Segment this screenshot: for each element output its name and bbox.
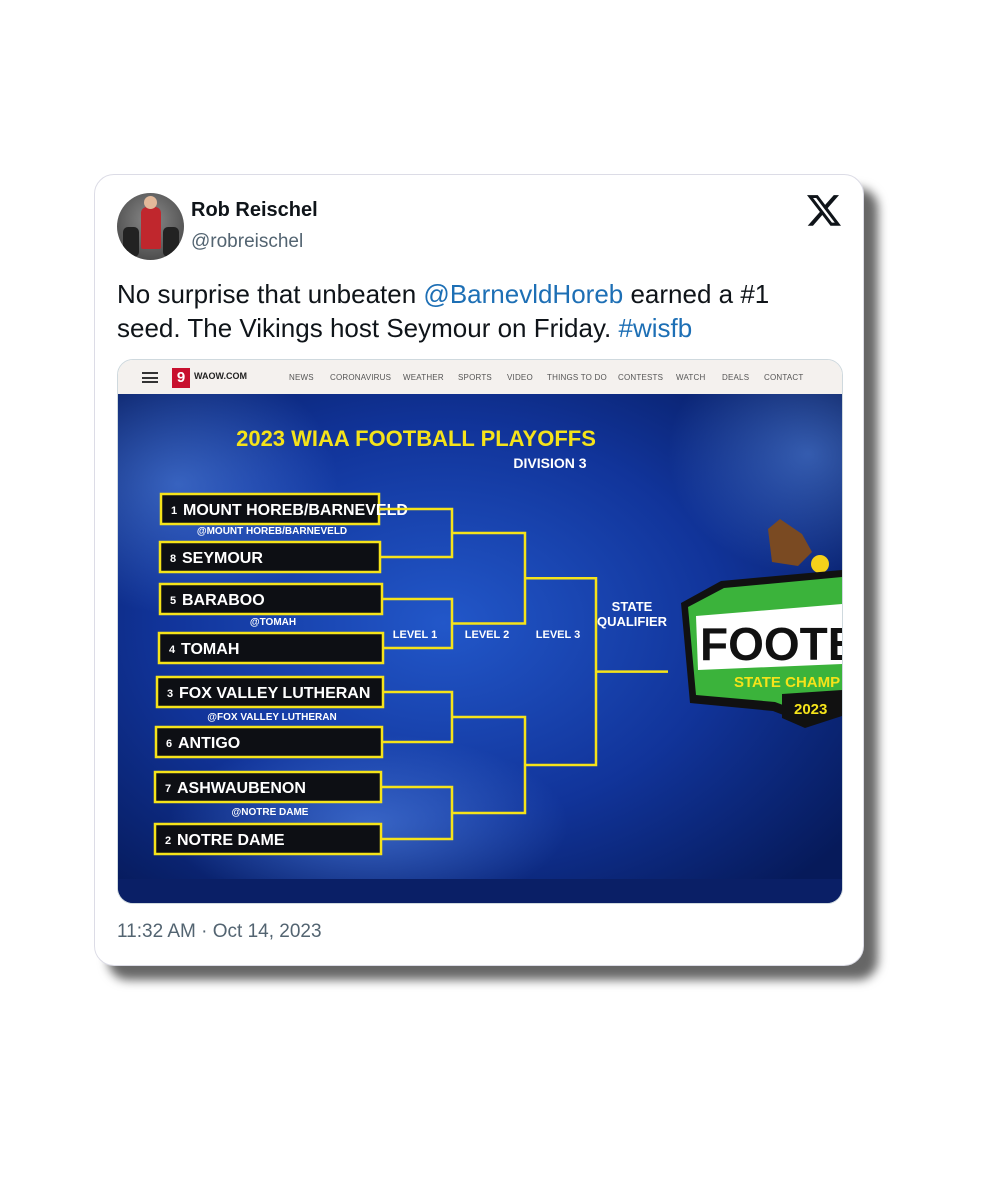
station-logo: 9 (172, 368, 190, 388)
author-name[interactable]: Rob Reischel (191, 199, 318, 221)
team-slot: 1 MOUNT HOREB/BARNEVELD (159, 492, 408, 526)
team-seed: 4 (169, 644, 176, 656)
team-slot: 6 ANTIGO (154, 725, 384, 759)
game-site-label: @NOTRE DAME (232, 807, 309, 818)
team-seed: 1 (171, 505, 177, 517)
tweet-card: Rob Reischel @robreischel No surprise th… (94, 174, 864, 966)
site-logo-text: WAOW.COM (194, 371, 247, 381)
badge-line: STATE CHAMP (734, 674, 840, 691)
hamburger-menu-icon (142, 372, 158, 383)
nav-item: VIDEO (507, 373, 533, 382)
playoff-bracket-graphic: 2023 WIAA FOOTBALL PLAYOFFS DIVISION 3 1… (118, 394, 842, 903)
mention-link[interactable]: @BarnevldHoreb (423, 279, 624, 309)
author-handle[interactable]: @robreischel (191, 231, 304, 252)
site-nav-bar: 9 WAOW.COM NEWS CORONAVIRUS WEATHER SPOR… (118, 360, 842, 394)
team-slot: 8 SEYMOUR (158, 540, 382, 574)
nav-item: SPORTS (458, 373, 492, 382)
bracket-title: 2023 WIAA FOOTBALL PLAYOFFS (236, 426, 596, 451)
team-name: FOX VALLEY LUTHERAN (179, 685, 370, 702)
author-avatar[interactable] (117, 193, 184, 260)
tweet-timestamp[interactable]: 11:32 AM · Oct 14, 2023 (117, 921, 322, 942)
game-site-label: @MOUNT HOREB/BARNEVELD (197, 526, 347, 537)
team-seed: 3 (167, 688, 173, 700)
team-name: ANTIGO (178, 735, 240, 752)
team-name: MOUNT HOREB/BARNEVELD (183, 502, 408, 519)
game-site-label: @TOMAH (250, 617, 296, 628)
nav-item: CONTACT (764, 373, 804, 382)
bracket-subtitle: DIVISION 3 (513, 455, 586, 471)
team-name: BARABOO (182, 592, 265, 609)
team-seed: 5 (170, 595, 176, 607)
badge-word: FOOTB (700, 618, 842, 670)
team-name: TOMAH (181, 641, 239, 658)
nav-item: WEATHER (403, 373, 444, 382)
nav-item: WATCH (676, 373, 706, 382)
team-slot: 4 TOMAH (157, 631, 385, 665)
tweet-text: No surprise that unbeaten @BarnevldHoreb… (117, 277, 837, 345)
team-name: ASHWAUBENON (177, 780, 306, 797)
state-qualifier-label: STATE (612, 599, 653, 614)
state-qualifier-label: QUALIFIER (597, 614, 668, 629)
team-slot: 5 BARABOO (158, 582, 384, 616)
team-name: SEYMOUR (182, 550, 263, 567)
team-slot: 7 ASHWAUBENON (153, 770, 383, 804)
nav-item: NEWS (289, 373, 314, 382)
x-logo-icon[interactable] (807, 193, 841, 227)
nav-item: CORONAVIRUS (330, 373, 392, 382)
game-site-label: @FOX VALLEY LUTHERAN (207, 712, 336, 723)
nav-item: CONTESTS (618, 373, 664, 382)
team-seed: 2 (165, 835, 171, 847)
level-label: LEVEL 2 (465, 629, 509, 641)
nav-item: DEALS (722, 373, 750, 382)
tweet-text-part: earned a #1 seed. The Vikings host Seymo… (117, 279, 770, 343)
tweet-text-part: No surprise that unbeaten (117, 279, 424, 309)
nav-item: THINGS TO DO (547, 373, 607, 382)
team-seed: 6 (166, 738, 172, 750)
level-label: LEVEL 1 (393, 629, 437, 641)
state-championship-badge: FOOTB STATE CHAMP 2023 (681, 519, 842, 728)
tweet-media-image[interactable]: 9 WAOW.COM NEWS CORONAVIRUS WEATHER SPOR… (117, 359, 843, 904)
badge-year: 2023 (794, 701, 827, 718)
team-name: NOTRE DAME (177, 832, 285, 849)
team-slot: 2 NOTRE DAME (153, 822, 383, 856)
hashtag-link[interactable]: #wisfb (618, 313, 693, 343)
team-seed: 8 (170, 553, 176, 565)
level-label: LEVEL 3 (536, 629, 580, 641)
team-seed: 7 (165, 783, 171, 795)
team-slot: 3 FOX VALLEY LUTHERAN (155, 675, 385, 709)
